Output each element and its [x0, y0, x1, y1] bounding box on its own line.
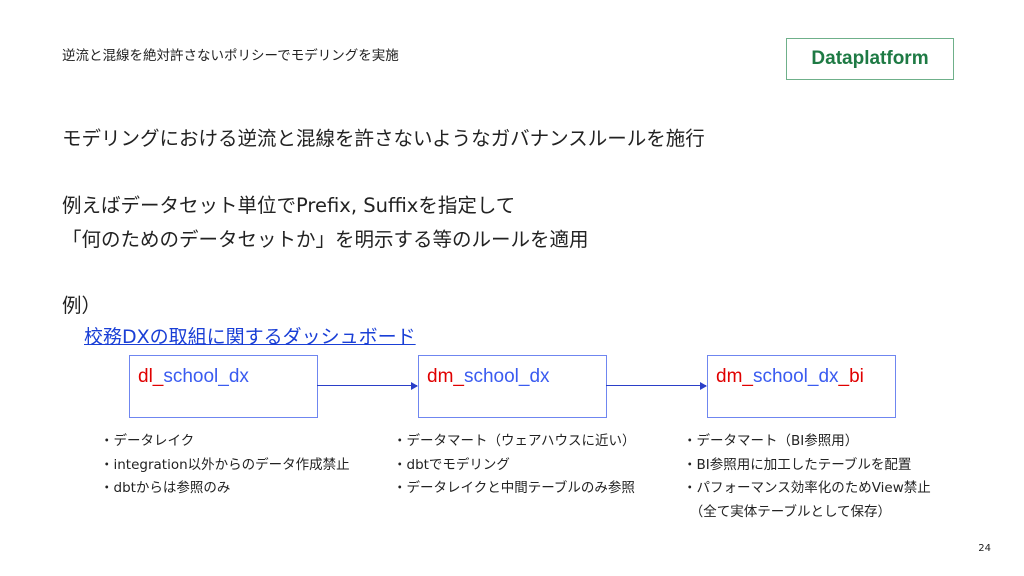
note-item: ・BI参照用に加工したテーブルを配置	[683, 456, 912, 473]
governance-statement: モデリングにおける逆流と混線を許さないようなガバナンスルールを施行	[62, 127, 705, 150]
dm-bi-notes: ・データマート（BI参照用） ・BI参照用に加工したテーブルを配置 ・パフォーマ…	[683, 430, 931, 524]
dataset-prefix: dm_	[427, 366, 464, 387]
prefix-suffix-statement: 例えばデータセット単位でPrefix, Suffixを指定して	[62, 194, 516, 217]
dm-notes: ・データマート（ウェアハウスに近い） ・dbtでモデリング ・データレイクと中間…	[393, 430, 635, 501]
dl-notes: ・データレイク ・integration以外からのデータ作成禁止 ・dbtからは…	[100, 430, 350, 501]
dataset-suffix: _bi	[838, 366, 864, 387]
example-label: 例）	[62, 294, 102, 317]
flow-arrow	[317, 381, 418, 390]
flow-arrow	[606, 381, 707, 390]
example-dashboard-link[interactable]: 校務DXの取組に関するダッシュボード	[84, 326, 416, 348]
note-item: ・データレイク	[100, 433, 195, 449]
dataset-box-dm-bi: dm_school_dx_bi	[707, 355, 896, 418]
note-item: ・データマート（ウェアハウスに近い）	[393, 433, 636, 449]
note-item: ・dbtからは参照のみ	[100, 480, 231, 496]
dataset-name: school_dx	[463, 366, 550, 387]
note-item: ・パフォーマンス効率化のためView禁止	[683, 480, 931, 496]
note-item: ・データレイクと中間テーブルのみ参照	[393, 480, 635, 496]
brand-label: Dataplatform	[786, 38, 954, 80]
note-item: ・integration以外からのデータ作成禁止	[100, 456, 350, 473]
dataset-prefix: dl_	[138, 366, 164, 387]
dataset-name: school_dx	[163, 366, 249, 387]
dataset-box-dl: dl_school_dx	[129, 355, 318, 418]
page-number: 24	[978, 543, 991, 554]
note-item: ・dbtでモデリング	[393, 456, 510, 473]
note-item: ・データマート（BI参照用）	[683, 433, 859, 449]
dataset-name: school_dx	[752, 366, 839, 387]
dataset-prefix: dm_	[716, 366, 753, 387]
slide-subtitle: 逆流と混線を絶対許さないポリシーでモデリングを実施	[62, 48, 399, 64]
dataset-box-dm: dm_school_dx	[418, 355, 607, 418]
note-item: （全て実体テーブルとして保存）	[683, 503, 892, 520]
rule-statement: 「何のためのデータセットか」を明示する等のルールを適用	[62, 228, 589, 251]
